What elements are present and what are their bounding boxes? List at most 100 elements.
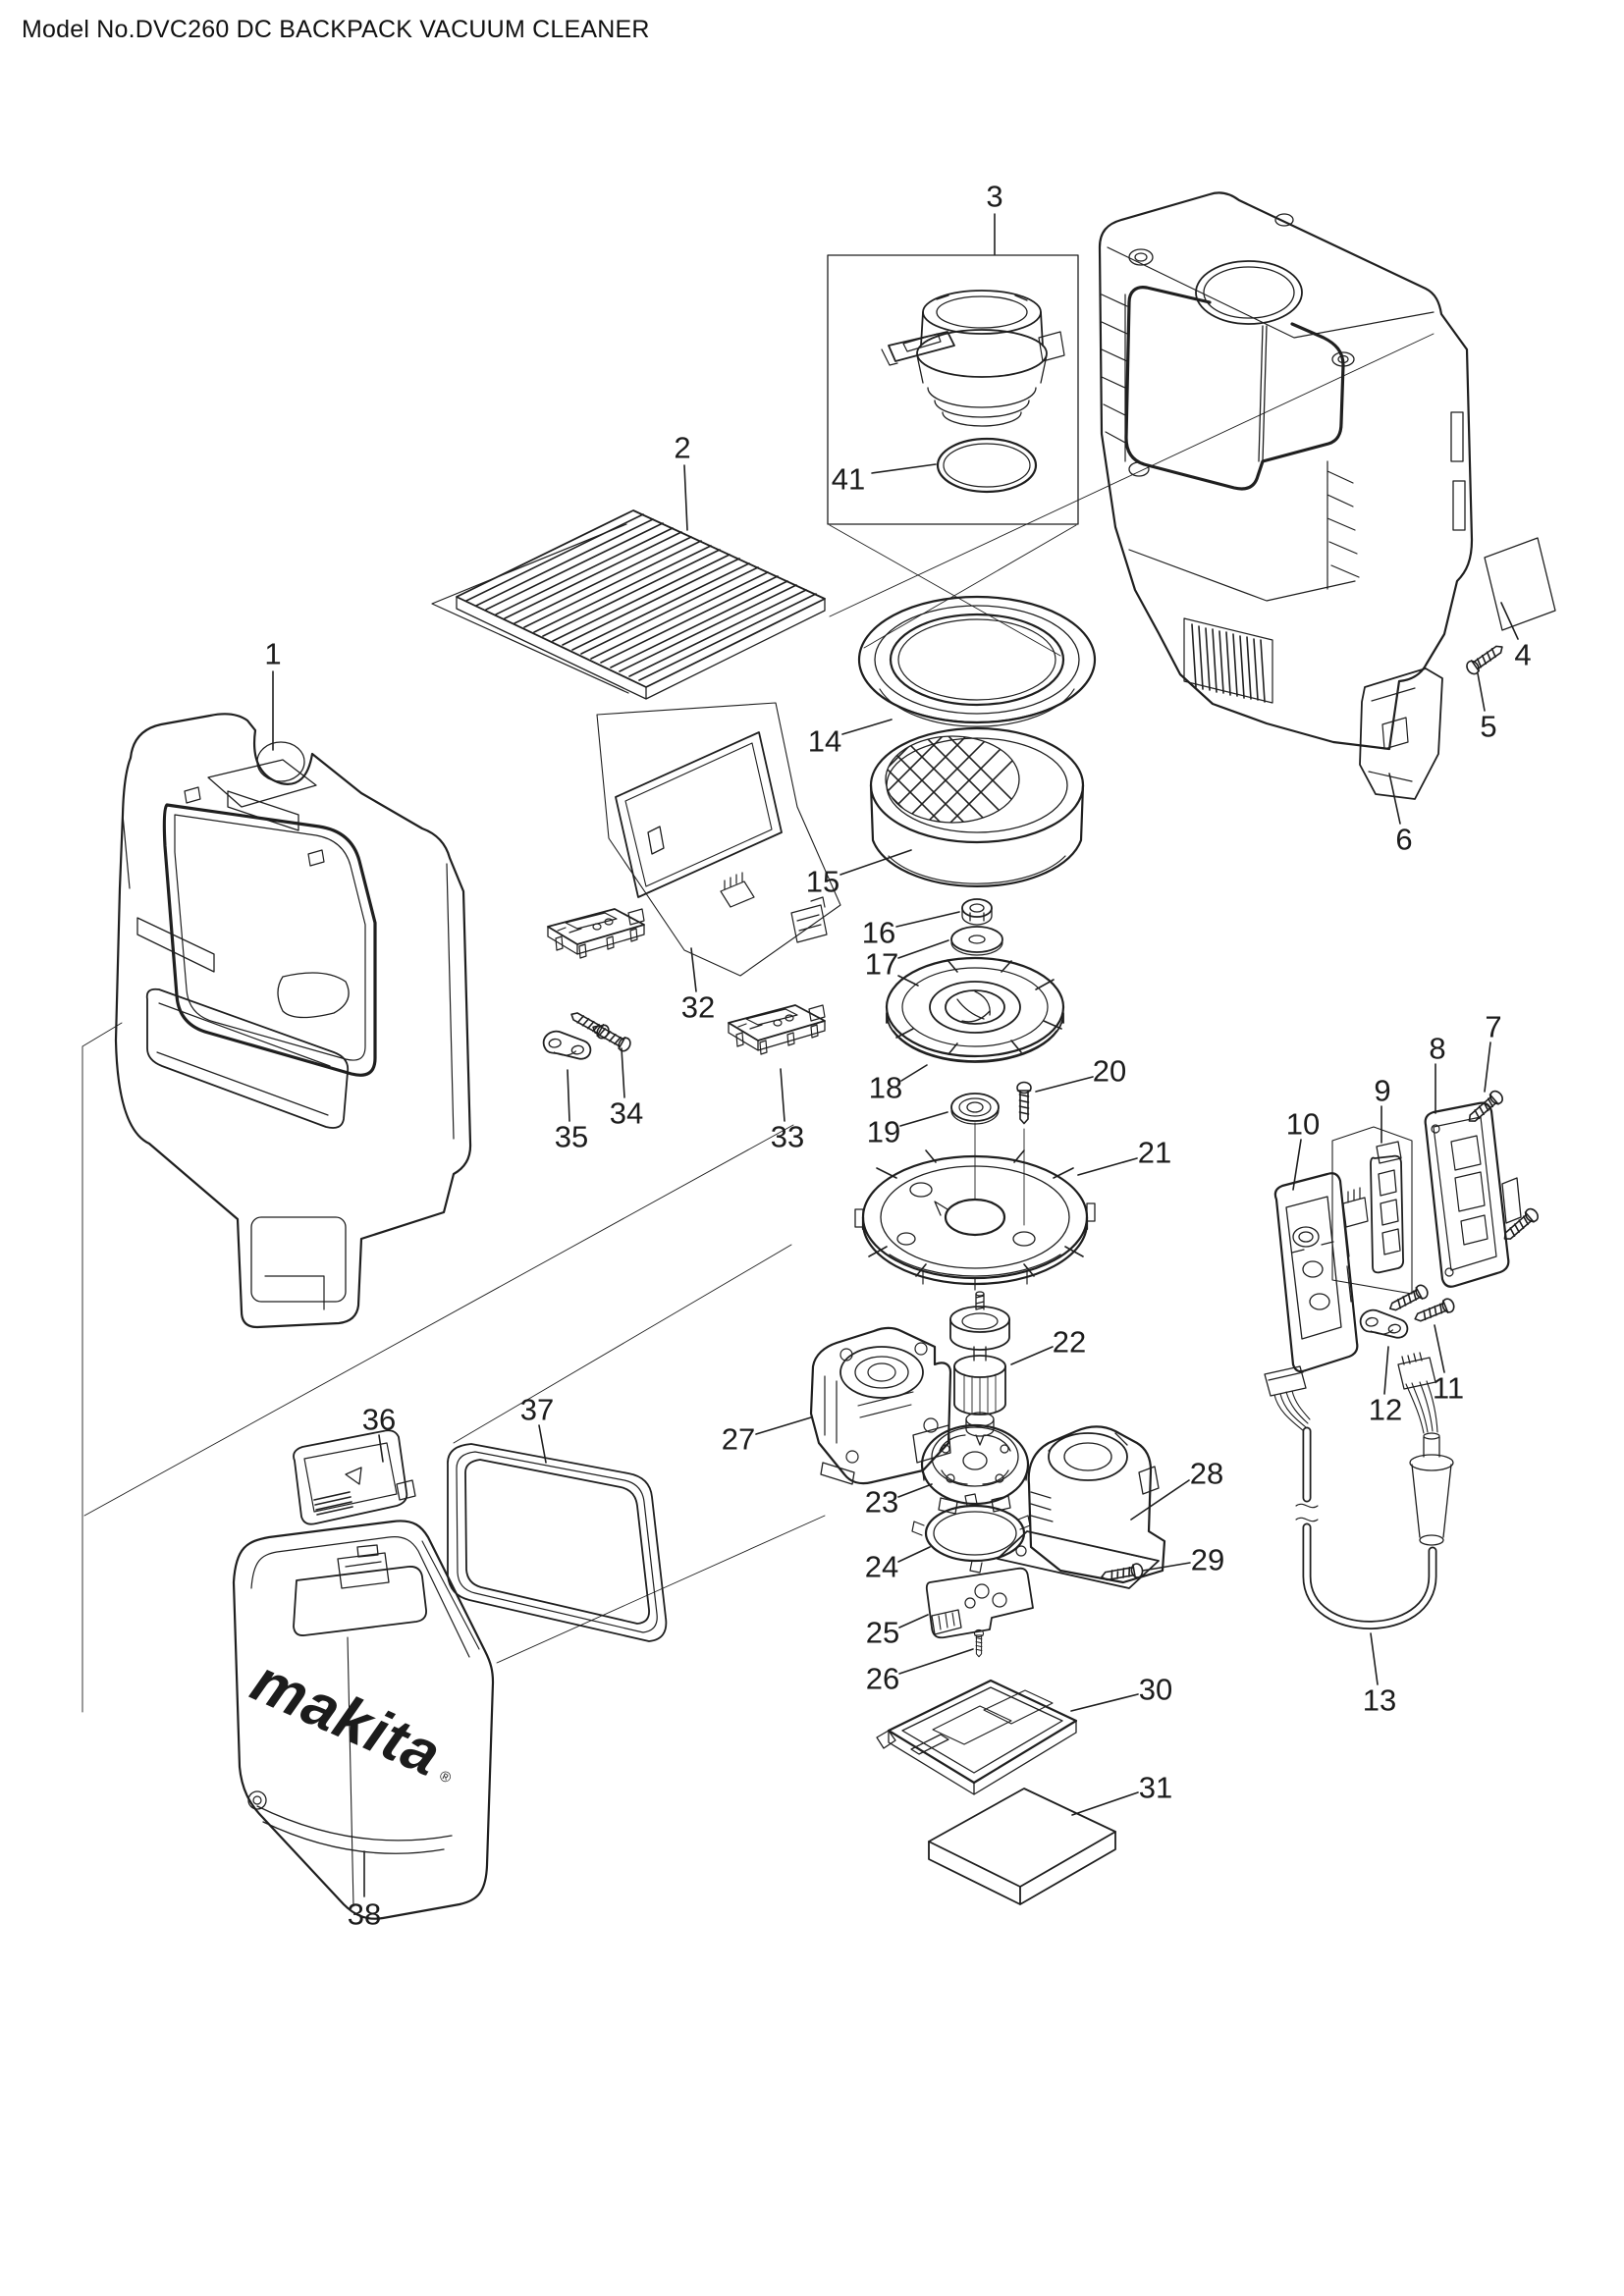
leader-line-41 <box>871 463 937 474</box>
part-callout-2: 2 <box>674 431 690 465</box>
part-25-baffle-plate <box>925 1567 1034 1639</box>
part-4-label-sticker <box>1484 537 1556 631</box>
leader-line-23 <box>897 1483 933 1498</box>
part-callout-11: 11 <box>1433 1371 1464 1406</box>
part-1-tank-housing <box>114 713 472 1329</box>
part-24-ring <box>911 1493 1031 1574</box>
part-callout-41: 41 <box>832 462 865 497</box>
part-callout-23: 23 <box>865 1485 898 1520</box>
leader-line-24 <box>897 1546 931 1563</box>
part-5-screw <box>1463 640 1507 677</box>
part-callout-27: 27 <box>722 1422 755 1457</box>
part-37-seal <box>447 1443 668 1642</box>
part-6-main-housing <box>1098 191 1556 800</box>
leader-line-34 <box>621 1047 625 1098</box>
part-16-nut <box>961 898 993 926</box>
leader-line-2 <box>683 464 688 531</box>
leader-line-5 <box>1477 672 1486 712</box>
leader-line-33 <box>780 1068 785 1122</box>
part-callout-26: 26 <box>866 1662 899 1696</box>
part-9-switch-unit <box>1331 1126 1413 1295</box>
part-callout-5: 5 <box>1480 710 1496 744</box>
leader-line-22 <box>1010 1346 1054 1365</box>
leader-line-17 <box>897 939 949 959</box>
leader-line-15 <box>839 849 912 876</box>
makita-logo-text: makita <box>242 1647 451 1789</box>
leader-line-37 <box>538 1424 547 1464</box>
part-2-damper-filter <box>431 509 826 700</box>
part-34-screw <box>588 1020 634 1054</box>
part-callout-36: 36 <box>362 1403 396 1437</box>
leader-line-14 <box>841 719 893 735</box>
part-callout-19: 19 <box>867 1115 900 1149</box>
part-callout-24: 24 <box>865 1550 898 1584</box>
part-callout-31: 31 <box>1139 1771 1172 1805</box>
leader-line-32 <box>690 947 697 992</box>
part-callout-13: 13 <box>1363 1683 1396 1718</box>
part-33-terminal-unit <box>547 908 826 1055</box>
part-3-coupling-group <box>827 254 1079 525</box>
part-callout-33: 33 <box>771 1120 804 1154</box>
part-callout-4: 4 <box>1514 638 1531 672</box>
leader-line-18 <box>900 1064 928 1082</box>
part-41-ring <box>936 437 1038 494</box>
part-19-washer <box>950 1093 1000 1201</box>
part-callout-15: 15 <box>806 865 839 899</box>
leader-line-25 <box>898 1614 929 1629</box>
part-7-screw <box>1464 1088 1506 1128</box>
leader-line-29 <box>1142 1562 1191 1572</box>
part-15-filter <box>869 726 1085 887</box>
leader-line-6 <box>1388 773 1401 825</box>
leader-line-7 <box>1484 1041 1491 1093</box>
leader-line-12 <box>1383 1346 1389 1395</box>
part-callout-21: 21 <box>1138 1136 1171 1170</box>
part-20-screw <box>1016 1081 1032 1226</box>
part-callout-30: 30 <box>1139 1673 1172 1707</box>
part-21-fan-guide <box>854 1149 1096 1291</box>
guide-lines <box>81 333 1435 1713</box>
part-callout-32: 32 <box>681 990 715 1025</box>
part-6-lower-foot <box>1359 667 1443 800</box>
part-callout-38: 38 <box>348 1897 381 1932</box>
part-26-screw <box>973 1629 985 1658</box>
part-callout-7: 7 <box>1485 1010 1501 1044</box>
part-30-tray <box>876 1679 1078 1795</box>
part-callout-22: 22 <box>1053 1325 1086 1360</box>
part-callout-35: 35 <box>555 1120 588 1154</box>
leader-line-13 <box>1370 1632 1379 1685</box>
part-callout-9: 9 <box>1374 1074 1390 1108</box>
part-callout-6: 6 <box>1395 823 1412 857</box>
registered-mark: ® <box>437 1768 454 1788</box>
leader-line-27 <box>755 1416 812 1435</box>
part-36-latch <box>293 1429 416 1525</box>
part-callout-25: 25 <box>866 1616 899 1650</box>
part-callout-20: 20 <box>1093 1054 1126 1089</box>
part-23-field <box>920 1423 1030 1515</box>
remote-control-group <box>1273 1088 1542 1373</box>
leader-line-21 <box>1077 1157 1138 1176</box>
part-8-remote-back-case <box>1424 1101 1522 1288</box>
part-12-cord-clamp <box>1358 1305 1410 1344</box>
part-17-washer <box>950 926 1003 956</box>
leader-line-31 <box>1071 1791 1139 1816</box>
part-callout-18: 18 <box>869 1071 902 1105</box>
part-callout-1: 1 <box>264 637 281 671</box>
part-18-impeller <box>885 956 1065 1063</box>
callout-layer: 1234145678910111213141516171819202122232… <box>264 180 1531 1932</box>
part-10-remote-front-cover <box>1273 1172 1359 1373</box>
part-14-ring-seal <box>857 595 1097 727</box>
leader-line-20 <box>1035 1076 1094 1093</box>
page-title: Model No.DVC260 DC BACKPACK VACUUM CLEAN… <box>22 16 650 43</box>
part-callout-29: 29 <box>1191 1543 1224 1577</box>
part-callout-14: 14 <box>808 724 841 759</box>
part-callout-3: 3 <box>986 180 1002 214</box>
leader-line-30 <box>1070 1693 1139 1712</box>
leader-line-4 <box>1500 602 1519 640</box>
part-31-sponge <box>928 1788 1116 1905</box>
leader-line-36 <box>378 1434 384 1463</box>
part-callout-12: 12 <box>1369 1393 1402 1427</box>
leader-line-10 <box>1292 1139 1302 1191</box>
part-13-connecting-cord <box>1264 1352 1454 1629</box>
leader-line-35 <box>567 1069 570 1122</box>
